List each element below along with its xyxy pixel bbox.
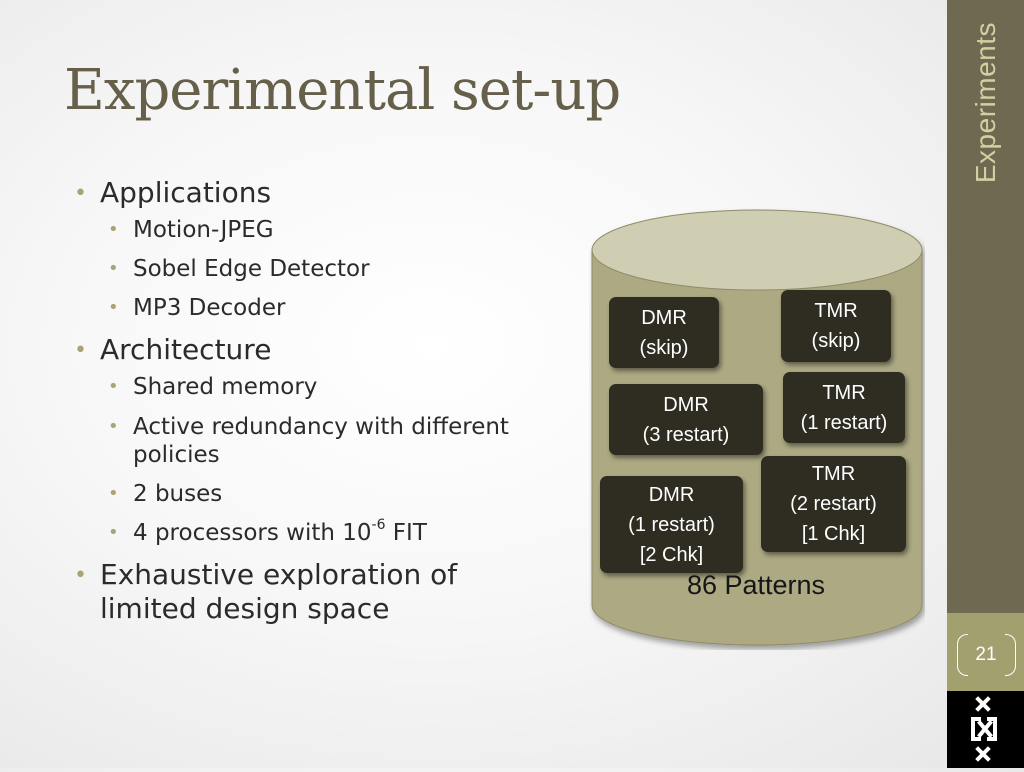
bullet-dot-icon: • xyxy=(74,562,87,588)
bullet-applications: • Applications xyxy=(74,176,514,210)
bullet-label: Architecture xyxy=(100,333,272,367)
pattern-dmr-skip: DMR (skip) xyxy=(609,297,719,368)
sub-bullet: • Shared memory xyxy=(74,373,514,401)
bullet-dot-icon: • xyxy=(108,415,119,437)
sub-bullet: • Sobel Edge Detector xyxy=(74,255,514,283)
pattern-dmr-3-restart: DMR (3 restart) xyxy=(609,384,763,455)
sub-bullet-text: Shared memory xyxy=(133,374,318,401)
section-sidebar xyxy=(947,0,1024,613)
sub-bullet-text: Active redundancy with different policie… xyxy=(133,413,509,468)
bullet-dot-icon: • xyxy=(108,258,119,280)
bullet-dot-icon: • xyxy=(108,521,119,543)
bullet-dot-icon: • xyxy=(108,297,119,319)
sub-bullet-text: 2 buses xyxy=(133,480,223,507)
bullet-dot-icon: • xyxy=(108,482,119,504)
bullet-dot-icon: • xyxy=(74,181,87,206)
pattern-tmr-1-restart: TMR (1 restart) xyxy=(783,372,905,443)
processors-exponent: -6 xyxy=(371,516,386,533)
section-label: Experiments xyxy=(948,22,1024,202)
bullet-label: Exhaustive exploration of limited design… xyxy=(100,557,458,625)
bullet-label: Applications xyxy=(100,176,272,209)
page-number-area xyxy=(947,613,1024,691)
sub-bullet-processors: • 4 processors with 10-6 FIT xyxy=(74,516,514,547)
bullet-dot-icon: • xyxy=(108,376,119,398)
slide-title: Experimental set-up xyxy=(64,58,621,123)
sub-bullet-text: Motion-JPEG xyxy=(133,217,274,244)
pattern-tmr-skip: TMR (skip) xyxy=(781,290,891,362)
bullet-list: • Applications • Motion-JPEG • Sobel Edg… xyxy=(74,176,514,632)
bullet-dot-icon: • xyxy=(74,338,87,364)
logo-panel xyxy=(947,691,1024,768)
processors-text: 4 processors with 10 xyxy=(133,519,372,546)
pattern-tmr-2-restart-1-chk: TMR (2 restart) [1 Chk] xyxy=(761,456,906,552)
uva-logo-icon xyxy=(971,696,997,762)
processors-unit: FIT xyxy=(385,519,427,546)
bullet-architecture: • Architecture xyxy=(74,333,514,367)
bullet-exploration: • Exhaustive exploration of limited desi… xyxy=(74,558,514,626)
page-number: 21 xyxy=(975,644,997,665)
pattern-dmr-1-restart-2-chk: DMR (1 restart) [2 Chk] xyxy=(600,476,743,573)
sub-bullet-text: MP3 Decoder xyxy=(133,295,286,322)
sub-bullet-text: Sobel Edge Detector xyxy=(133,256,370,283)
sub-bullet: • MP3 Decoder xyxy=(74,294,514,322)
bullet-dot-icon: • xyxy=(108,219,119,241)
sub-bullet: • Motion-JPEG xyxy=(74,216,514,244)
section-label-text: Experiments xyxy=(970,22,1001,184)
patterns-caption: 86 Patterns xyxy=(686,570,826,600)
sub-bullet: • Active redundancy with different polic… xyxy=(74,413,514,469)
sub-bullet: • 2 buses xyxy=(74,480,514,508)
